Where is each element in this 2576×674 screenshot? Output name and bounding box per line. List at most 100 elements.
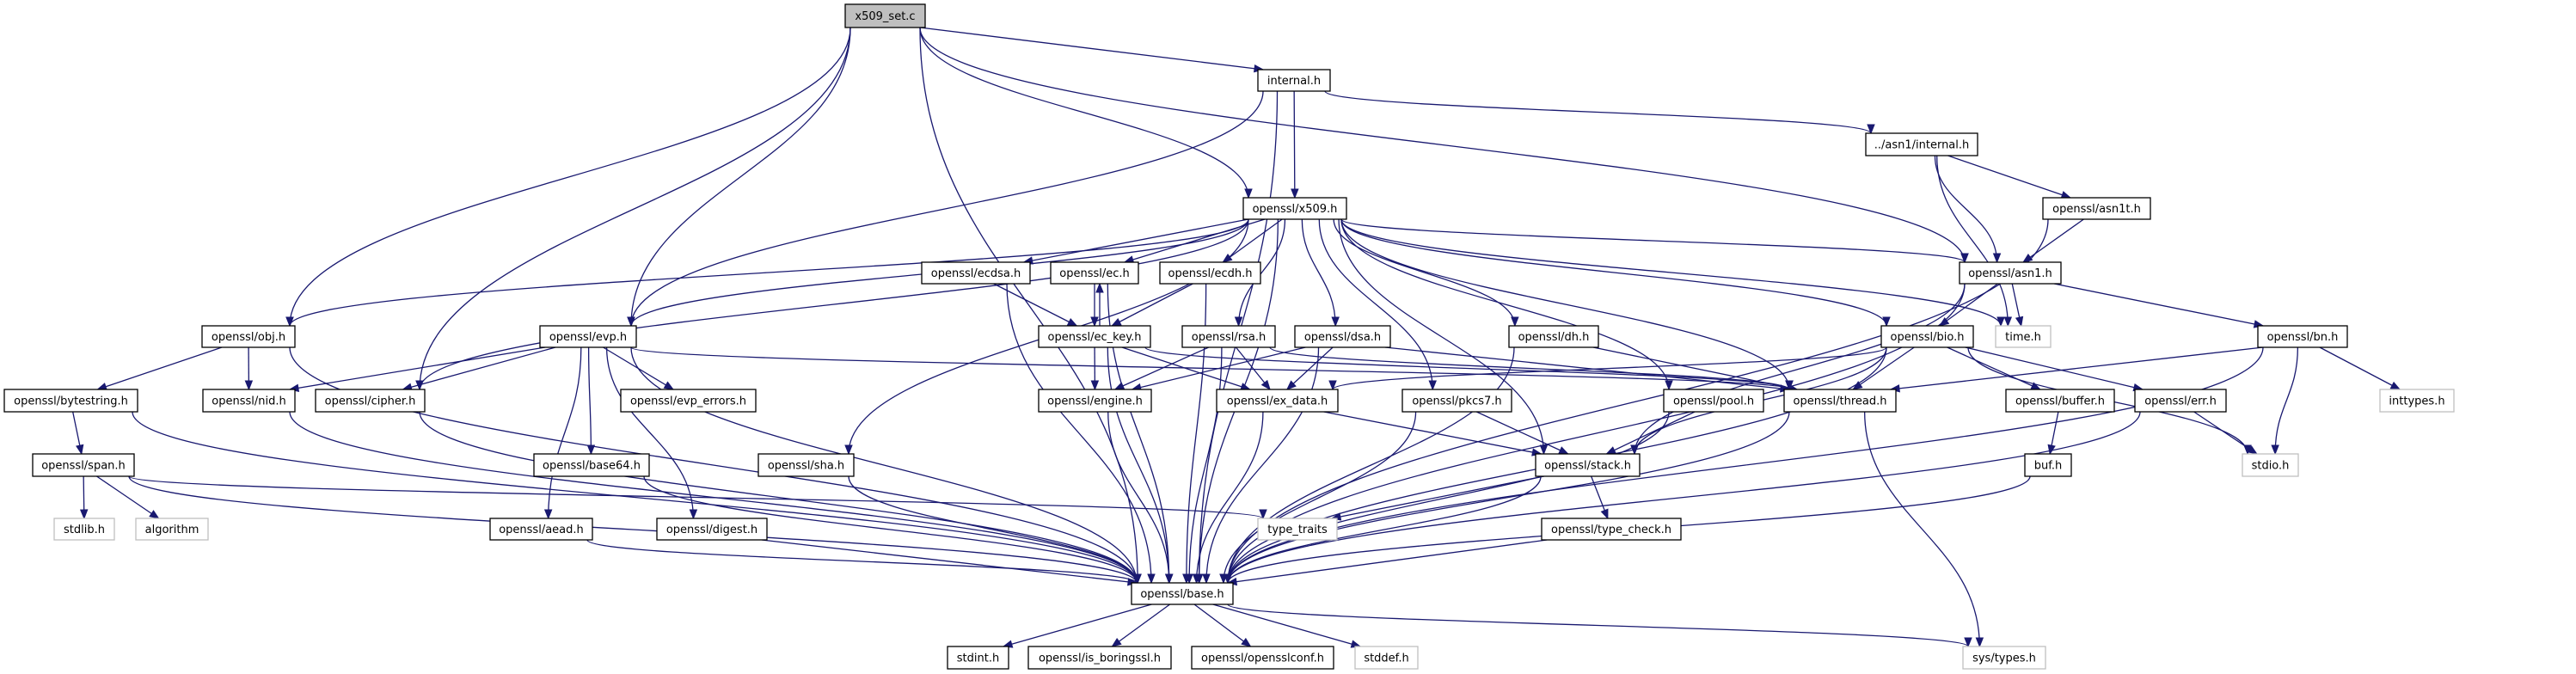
node-label: openssl/span.h xyxy=(41,460,126,473)
node-box xyxy=(2134,389,2227,413)
edge-aead_h-to-base_h xyxy=(586,539,1138,584)
node-engine-h[interactable]: openssl/engine.h xyxy=(1038,389,1152,413)
edge-dsa_h-to-ex_data_h xyxy=(1286,346,1334,390)
node-label: openssl/digest.h xyxy=(666,524,757,536)
nodes-layer: x509_set.cinternal.h../asn1/internal.hop… xyxy=(3,3,2455,670)
node-opensslconf-h[interactable]: openssl/opensslconf.h xyxy=(1191,646,1334,670)
node-digest-h[interactable]: openssl/digest.h xyxy=(656,518,768,541)
arrowhead-span_h xyxy=(76,444,84,456)
edge-asn1t_h-to-asn1_h xyxy=(2022,218,2084,263)
node-err-h[interactable]: openssl/err.h xyxy=(2134,389,2227,413)
node-ec-h[interactable]: openssl/ec.h xyxy=(1050,261,1139,285)
node-evp-errors-h[interactable]: openssl/evp_errors.h xyxy=(620,389,757,413)
node-pkcs7-h[interactable]: openssl/pkcs7.h xyxy=(1401,389,1512,413)
node-label: openssl/err.h xyxy=(2144,395,2217,408)
node-aead-h[interactable]: openssl/aead.h xyxy=(489,518,593,541)
edge-thread_h-to-sys_types_h xyxy=(1864,411,1980,647)
edge-x509_set_c-to-x509_h xyxy=(919,27,1249,199)
edge-asn1_internal_h-to-asn1_h xyxy=(1934,155,1998,263)
node-time-h: time.h xyxy=(1995,325,2052,348)
node-label: openssl/ecdh.h xyxy=(1168,267,1253,280)
node-internal-h[interactable]: internal.h xyxy=(1257,69,1331,92)
node-span-h[interactable]: openssl/span.h xyxy=(32,453,135,477)
arrowhead-base_h xyxy=(1224,573,1232,585)
node-ex-data-h[interactable]: openssl/ex_data.h xyxy=(1216,389,1339,413)
node-cipher-h[interactable]: openssl/cipher.h xyxy=(315,389,426,413)
edge-bio_h-to-buffer_h xyxy=(1947,346,2041,390)
arrowhead-stdlib_h xyxy=(79,509,89,520)
node-buf-h[interactable]: buf.h xyxy=(2024,453,2072,477)
node-box xyxy=(539,325,637,348)
arrowhead-ec_h xyxy=(1095,282,1104,293)
edge-x509_h-to-pool_h xyxy=(1340,218,1670,390)
arrowhead-bio_h xyxy=(1882,316,1891,328)
node-ecdsa-h[interactable]: openssl/ecdsa.h xyxy=(921,261,1031,285)
node-pool-h[interactable]: openssl/pool.h xyxy=(1663,389,1764,413)
node-obj-h[interactable]: openssl/obj.h xyxy=(201,325,296,348)
arrowhead-sys_types_h xyxy=(1964,637,1972,648)
node-base64-h[interactable]: openssl/base64.h xyxy=(533,453,650,477)
node-ecdh-h[interactable]: openssl/ecdh.h xyxy=(1159,261,1261,285)
node-thread-h[interactable]: openssl/thread.h xyxy=(1783,389,1897,413)
edge-x509_set_c-to-evp_h xyxy=(630,27,851,327)
node-rsa-h[interactable]: openssl/rsa.h xyxy=(1181,325,1276,348)
node-stdint-h[interactable]: stdint.h xyxy=(947,646,1009,670)
arrowhead-time_h xyxy=(2015,316,2024,328)
node-box xyxy=(2257,325,2348,348)
node-asn1t-h[interactable]: openssl/asn1t.h xyxy=(2042,197,2151,220)
node-is-boringssl-h[interactable]: openssl/is_boringssl.h xyxy=(1027,646,1172,670)
node-dsa-h[interactable]: openssl/dsa.h xyxy=(1294,325,1391,348)
node-box xyxy=(315,389,426,413)
node-asn1-h[interactable]: openssl/asn1.h xyxy=(1959,261,2062,285)
arrowhead-base_h xyxy=(1185,573,1193,585)
edge-bio_h-to-ex_data_h xyxy=(1332,346,1887,390)
edge-ex_data_h-to-base_h xyxy=(1195,411,1264,584)
node-box xyxy=(1181,325,1276,348)
arrowhead-base_h xyxy=(1132,573,1141,585)
node-label: openssl/base64.h xyxy=(543,460,641,473)
arrowhead-rsa_h xyxy=(1234,316,1243,328)
node-nid-h[interactable]: openssl/nid.h xyxy=(202,389,296,413)
edge-x509_h-to-thread_h xyxy=(1340,218,1790,390)
node-box xyxy=(1257,69,1331,92)
node-box xyxy=(1783,389,1897,413)
node-bn-h[interactable]: openssl/bn.h xyxy=(2257,325,2348,348)
node-buffer-h[interactable]: openssl/buffer.h xyxy=(2005,389,2115,413)
edge-dh_h-to-thread_h xyxy=(1592,346,1798,390)
node-bytestring-h[interactable]: openssl/bytestring.h xyxy=(3,389,138,413)
node-box xyxy=(1995,325,2052,348)
node-box xyxy=(1257,518,1338,541)
node-evp-h[interactable]: openssl/evp.h xyxy=(539,325,637,348)
node-sha-h[interactable]: openssl/sha.h xyxy=(757,453,855,477)
node-base-h[interactable]: openssl/base.h xyxy=(1131,582,1234,605)
edge-span_h-to-base_h xyxy=(128,475,1138,584)
node-box xyxy=(2242,453,2299,477)
edge-stack_h-to-base_h xyxy=(1227,475,1542,584)
node-box xyxy=(202,389,296,413)
node-box xyxy=(844,3,926,28)
arrowhead-sys_types_h xyxy=(1975,637,1984,648)
node-x509-h[interactable]: openssl/x509.h xyxy=(1242,197,1347,220)
node-label: openssl/pkcs7.h xyxy=(1412,395,1501,408)
node-box xyxy=(53,518,115,541)
node-stack-h[interactable]: openssl/stack.h xyxy=(1535,453,1641,477)
arrowhead-asn1_h xyxy=(1960,253,1969,264)
node-type-check-h[interactable]: openssl/type_check.h xyxy=(1541,518,1682,541)
arrowhead-bio_h xyxy=(1938,316,1950,327)
node-dh-h[interactable]: openssl/dh.h xyxy=(1508,325,1599,348)
node-label: inttypes.h xyxy=(2389,395,2444,408)
node-box xyxy=(1663,389,1764,413)
node-label: openssl/bytestring.h xyxy=(14,395,128,408)
arrowhead-asn1_internal_h xyxy=(1867,124,1875,135)
node-ec-key-h[interactable]: openssl/ec_key.h xyxy=(1038,325,1151,348)
node-bio-h[interactable]: openssl/bio.h xyxy=(1880,325,1974,348)
node-box xyxy=(201,325,296,348)
arrowhead-stack_h xyxy=(1539,444,1549,456)
arrowhead-stdio_h xyxy=(2271,444,2279,456)
arrowhead-ec_key_h xyxy=(1066,318,1078,327)
arrowhead-stack_h xyxy=(1558,446,1569,455)
node-box xyxy=(1541,518,1682,541)
arrowhead-ec_key_h xyxy=(1110,317,1122,327)
node-asn1-internal-h[interactable]: ../asn1/internal.h xyxy=(1865,132,1978,156)
node-box xyxy=(1354,646,1419,670)
